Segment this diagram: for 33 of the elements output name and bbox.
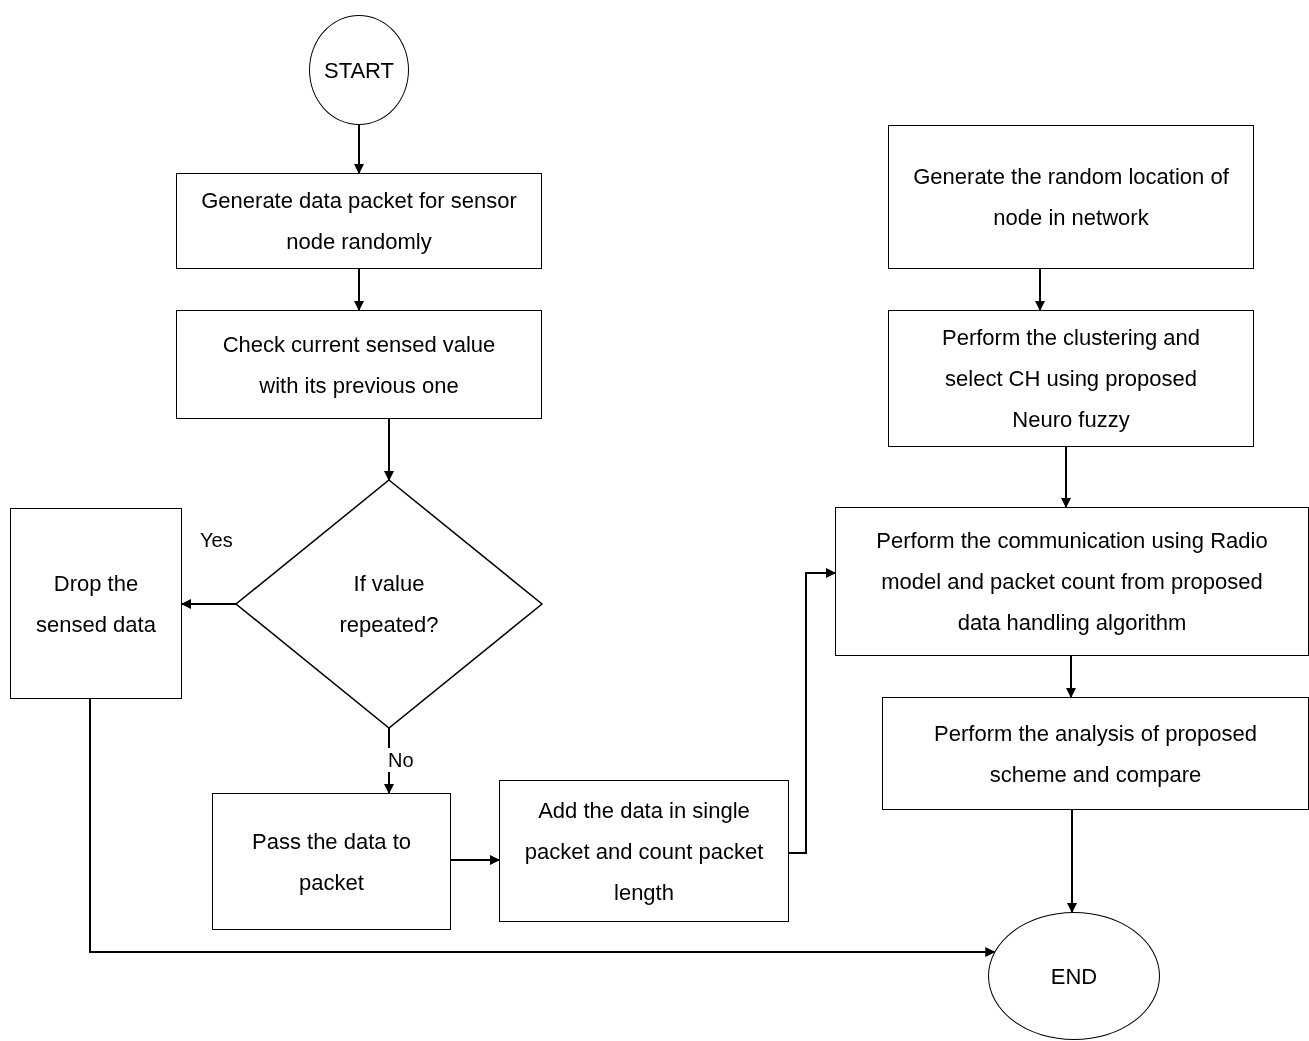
process-box: [10, 508, 182, 699]
arrow: [181, 599, 237, 609]
process-box: [499, 780, 789, 922]
arrow: [384, 418, 394, 481]
process-box: [888, 310, 1254, 447]
step-text: Add the data in single packet and count packet length: [523, 796, 765, 907]
step-text: Check current sensed value with its previous one: [221, 330, 497, 400]
process-box: [176, 310, 542, 419]
process-box: [212, 793, 451, 930]
arrow: [1035, 268, 1045, 311]
arrow: [89, 698, 996, 957]
step-text: Pass the data to packet: [251, 827, 412, 897]
terminal-text: END: [1049, 962, 1099, 991]
step-text: Perform the analysis of proposed scheme and compare: [933, 719, 1258, 789]
step-text: Drop the sensed data: [35, 569, 157, 639]
process-box: [882, 697, 1309, 810]
step-text: Generate the random location of node in network: [912, 163, 1230, 232]
arrow: [1061, 446, 1071, 508]
process-box: [888, 125, 1254, 269]
step-text: Generate data packet for sensor node randomly: [200, 187, 518, 256]
arrow: [354, 268, 364, 311]
arrow: [1066, 655, 1076, 698]
arrow: [354, 124, 364, 174]
terminal-text: START: [322, 56, 396, 85]
step-text: Perform the communication using Radio model and packet count from proposed data handling algorithm: [875, 527, 1269, 637]
decision-text: If value repeated?: [338, 570, 440, 639]
process-box: [835, 507, 1309, 656]
process-box: [176, 173, 542, 269]
arrow: [788, 568, 836, 854]
arrow: [1067, 809, 1077, 913]
edge-label: No: [386, 748, 416, 772]
step-text: Perform the clustering and select CH using proposed Neuro fuzzy: [941, 324, 1201, 434]
arrow: [450, 855, 500, 865]
